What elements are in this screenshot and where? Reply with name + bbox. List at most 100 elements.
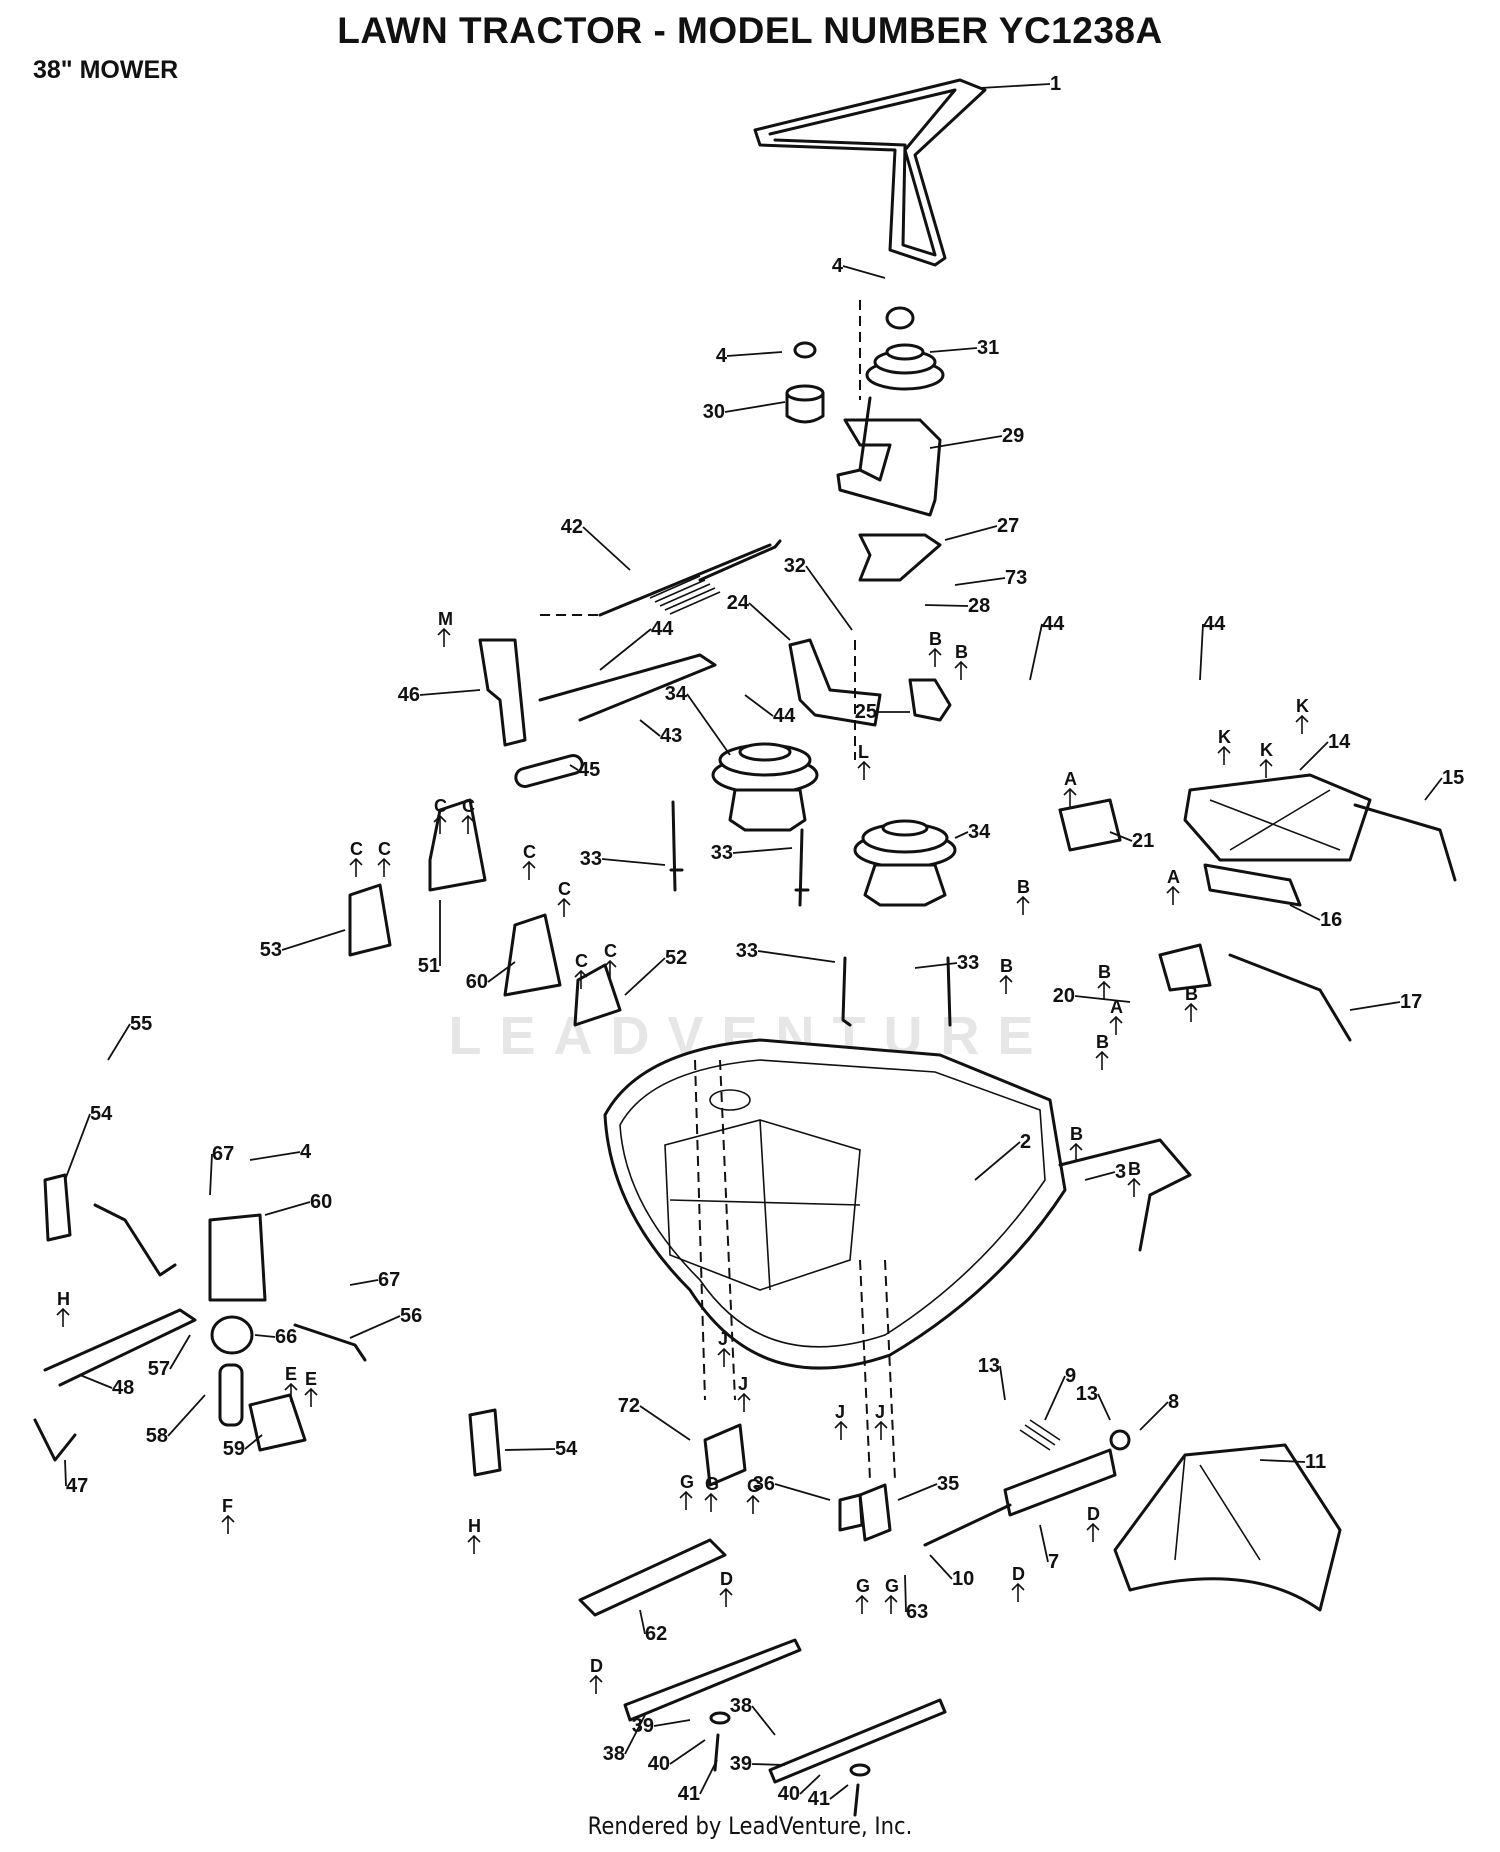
callout-number: 62 (645, 1623, 667, 1645)
callout-leader-line (829, 1784, 849, 1800)
callout-leader-line (349, 1315, 401, 1339)
callout-leader-line (999, 1365, 1006, 1401)
callout-leader-line (169, 1334, 191, 1370)
callout-54: 54 (64, 1103, 113, 1181)
baffle-62 (578, 1538, 727, 1617)
callout-40: 40 (648, 1739, 706, 1775)
callout-leader-line (79, 1374, 113, 1389)
callout-number: 34 (968, 821, 991, 843)
callout-leader-line (1109, 831, 1133, 842)
hanger-rod-2 (794, 828, 810, 907)
callout-number: 60 (310, 1191, 332, 1213)
callout-55: 55 (107, 1013, 152, 1061)
reference-letter-C: C (462, 796, 475, 816)
idler-pulley-assembly (785, 306, 945, 424)
mower-size-label: 38" MOWER (33, 56, 179, 84)
render-credit: Rendered by LeadVenture, Inc. (587, 1812, 913, 1840)
reference-arrow (1127, 1177, 1141, 1197)
callout-38: 38 (603, 1714, 646, 1765)
callout-7: 7 (1039, 1524, 1059, 1573)
callout-leader-line (349, 1279, 379, 1286)
callout-number: 13 (978, 1355, 1000, 1377)
callout-44: 44 (599, 618, 674, 671)
reference-letter-B: B (955, 642, 968, 662)
callout-leader-line (1139, 1401, 1169, 1431)
callout-51: 51 (418, 900, 441, 977)
reference-letter-C: C (604, 941, 617, 961)
callout-number: 4 (716, 345, 728, 367)
reference-letter-A: A (1064, 769, 1077, 789)
callout-leader-line (757, 950, 836, 963)
callout-2: 2 (974, 1131, 1031, 1181)
callout-4: 4 (832, 255, 886, 279)
spacer-tube (514, 754, 584, 788)
callout-number: 40 (778, 1783, 800, 1805)
lift-plate (788, 638, 882, 727)
callout-73: 73 (954, 567, 1027, 589)
reference-arrow (1095, 1050, 1109, 1070)
reference-arrow (737, 1392, 751, 1412)
callout-number: 73 (1005, 567, 1027, 589)
bracket-51 (428, 798, 487, 892)
rod-17 (1228, 953, 1352, 1042)
callout-33: 33 (736, 940, 836, 963)
callout-67: 67 (349, 1269, 400, 1291)
reference-letter-H: H (57, 1289, 70, 1309)
callout-67: 67 (209, 1143, 234, 1196)
reference-arrow (1217, 745, 1231, 765)
reference-arrow (874, 1420, 888, 1440)
callout-leader-line (209, 1153, 213, 1196)
reference-letter-G: G (856, 1576, 870, 1596)
callout-number: 15 (1442, 767, 1464, 789)
callout-leader-line (64, 1459, 67, 1487)
reference-letter-B: B (1096, 1032, 1109, 1052)
callout-38: 38 (730, 1695, 776, 1736)
callout-leader-line (944, 525, 998, 541)
callout-number: 20 (1053, 985, 1075, 1007)
reference-letter-G: G (885, 1576, 899, 1596)
callout-number: 36 (753, 1473, 775, 1495)
callout-leader-line (974, 1141, 1021, 1181)
callout-32: 32 (784, 555, 853, 631)
rod-15 (1353, 803, 1457, 882)
callout-13: 13 (978, 1355, 1006, 1401)
callout-leader-line (669, 1739, 706, 1765)
callout-number: 35 (937, 1473, 959, 1495)
callout-number: 45 (578, 759, 600, 781)
reference-letter-G: G (680, 1472, 694, 1492)
callout-leader-line (914, 962, 958, 969)
callout-leader-line (1029, 623, 1043, 681)
callout-leader-line (929, 347, 978, 353)
callout-15: 15 (1424, 767, 1464, 801)
discharge-chute (1113, 1443, 1342, 1612)
callout-number: 47 (66, 1475, 88, 1497)
bracket-53 (348, 883, 392, 957)
callout-27: 27 (944, 515, 1019, 541)
reference-arrow (589, 1674, 603, 1694)
reference-arrow (1063, 787, 1077, 807)
reference-letter-B: B (929, 629, 942, 649)
lift-bracket (478, 638, 527, 747)
callout-number: 4 (832, 255, 844, 277)
lift-link-rod (538, 653, 717, 722)
blade-right (768, 1698, 947, 1784)
callout-29: 29 (929, 425, 1024, 449)
callout-leader-line (599, 628, 652, 671)
page-title: LAWN TRACTOR - MODEL NUMBER YC1238A (337, 10, 1163, 51)
callout-number: 31 (977, 337, 999, 359)
callout-leader-line (842, 265, 886, 279)
callout-leader-line (249, 1151, 301, 1161)
reference-letter-K: K (1260, 740, 1273, 760)
callout-number: 16 (1320, 909, 1342, 931)
callout-leader-line (653, 1719, 691, 1727)
reference-letter-A: A (1110, 997, 1123, 1017)
reference-arrow (1086, 1522, 1100, 1542)
callout-11: 11 (1259, 1451, 1326, 1473)
callout-number: 33 (736, 940, 758, 962)
callout-leader-line (751, 1705, 776, 1736)
callout-number: 7 (1048, 1551, 1059, 1573)
callout-48: 48 (79, 1374, 134, 1399)
pivot-21 (1058, 798, 1122, 852)
callout-leader-line (751, 1763, 786, 1766)
